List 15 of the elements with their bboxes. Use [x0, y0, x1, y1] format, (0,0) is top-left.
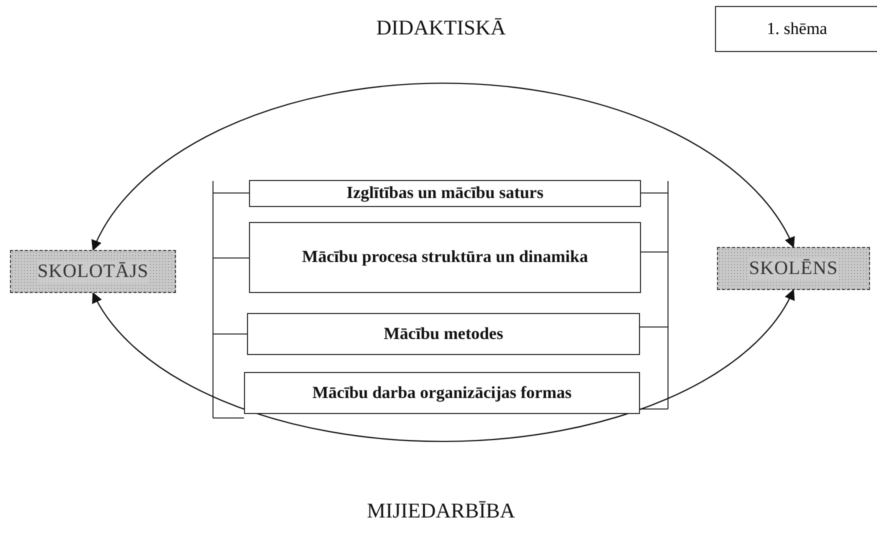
topic-box: [249, 222, 641, 293]
topic-box: [244, 372, 640, 414]
node-text: SKOLĒNS: [748, 258, 838, 280]
node-text: Izglītības un mācību saturs: [346, 182, 544, 204]
arrow: [92, 289, 794, 442]
figure-number: 1. shēma: [715, 6, 877, 52]
node-text: Mācību darba organizācijas formas: [312, 382, 572, 404]
node-text: SKOLOTĀJS: [37, 260, 149, 282]
node-text: Mācību metodes: [384, 322, 504, 345]
topic-box: [247, 313, 640, 355]
actor-box: [717, 247, 870, 290]
topic-box: [249, 180, 641, 207]
node-text: Mācību procesa struktūra un dinamika: [302, 246, 588, 268]
arrow: [92, 82, 794, 251]
actor-box: [10, 250, 176, 293]
